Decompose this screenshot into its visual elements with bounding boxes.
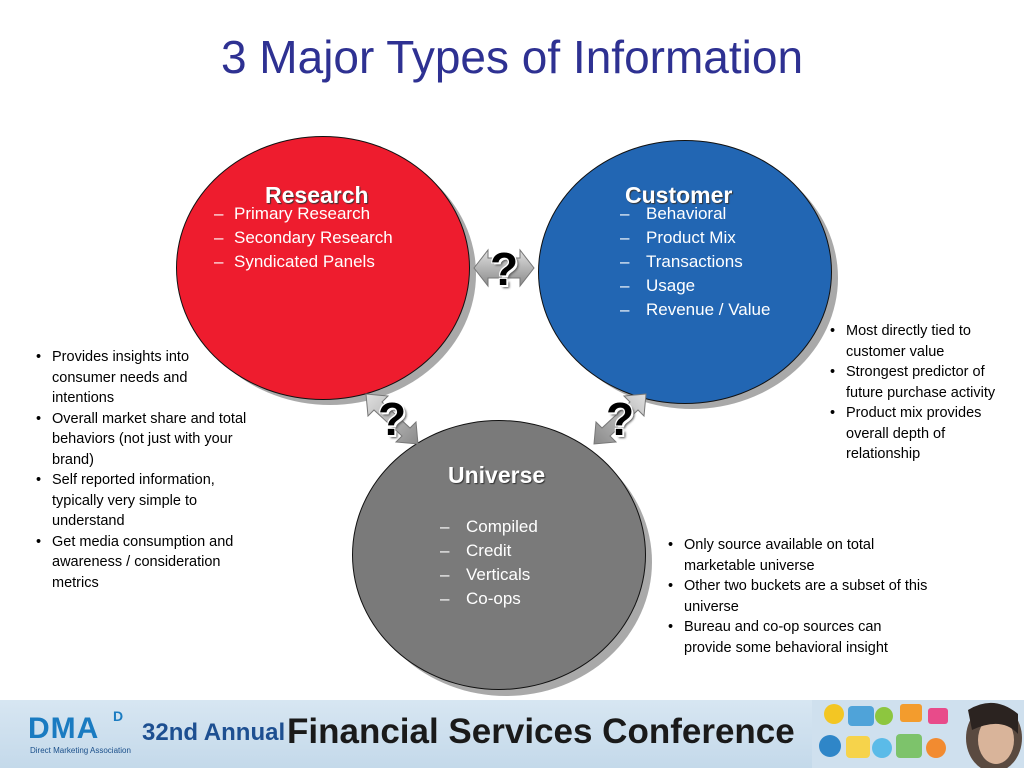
- universe-note: Only source available on total marketabl…: [664, 535, 916, 576]
- conference-edition: 32nd Annual: [142, 719, 286, 746]
- research-item: Syndicated Panels: [214, 250, 393, 274]
- customer-notes: Most directly tied to customer value Str…: [826, 321, 1018, 465]
- research-item: Primary Research: [214, 202, 393, 226]
- question-mark-icon: ?: [605, 393, 635, 445]
- footer-banner: DMA D Direct Marketing Association 32nd …: [0, 700, 1024, 768]
- customer-item: Usage: [620, 274, 770, 298]
- double-arrow-icon: [365, 393, 419, 445]
- footer-collage-image: [812, 700, 1024, 768]
- research-note: Provides insights into consumer needs an…: [32, 347, 212, 409]
- question-mark-icon: ?: [489, 243, 519, 295]
- research-universe-connector: ?: [360, 390, 424, 446]
- conference-name: Financial Services Conference: [287, 712, 795, 751]
- universe-note: Bureau and co-op sources can provide som…: [664, 617, 932, 658]
- universe-note: Other two buckets are a subset of this u…: [664, 576, 946, 617]
- customer-universe-connector: ?: [588, 390, 652, 446]
- dma-logo: DMA: [28, 712, 100, 745]
- customer-item: Transactions: [620, 250, 770, 274]
- customer-list: Behavioral Product Mix Transactions Usag…: [620, 202, 770, 322]
- universe-item: Verticals: [440, 563, 538, 587]
- research-note: Get media consumption and awareness / co…: [32, 532, 248, 594]
- dma-logo-mark: D: [113, 708, 124, 724]
- double-arrow-icon: [593, 393, 647, 445]
- research-customer-connector: ?: [472, 240, 536, 296]
- universe-list: Compiled Credit Verticals Co-ops: [440, 515, 538, 611]
- dma-logo-tagline: Direct Marketing Association: [30, 746, 131, 755]
- slide-title: 3 Major Types of Information: [220, 31, 804, 83]
- customer-item: Behavioral: [620, 202, 770, 226]
- customer-note: Most directly tied to customer value: [826, 321, 992, 362]
- double-arrow-icon: [473, 248, 535, 288]
- customer-item: Product Mix: [620, 226, 770, 250]
- research-notes: Provides insights into consumer needs an…: [32, 347, 254, 593]
- research-list: Primary Research Secondary Research Synd…: [214, 202, 393, 274]
- universe-notes: Only source available on total marketabl…: [664, 535, 954, 658]
- question-mark-icon: ?: [377, 393, 407, 445]
- research-item: Secondary Research: [214, 226, 393, 250]
- universe-item: Compiled: [440, 515, 538, 539]
- customer-note: Strongest predictor of future purchase a…: [826, 362, 1016, 403]
- customer-note: Product mix provides overall depth of re…: [826, 403, 1016, 465]
- customer-item: Revenue / Value: [620, 298, 770, 322]
- universe-title: Universe: [448, 462, 546, 488]
- universe-item: Credit: [440, 539, 538, 563]
- research-note: Overall market share and total behaviors…: [32, 409, 248, 471]
- research-note: Self reported information, typically ver…: [32, 470, 248, 532]
- universe-item: Co-ops: [440, 587, 538, 611]
